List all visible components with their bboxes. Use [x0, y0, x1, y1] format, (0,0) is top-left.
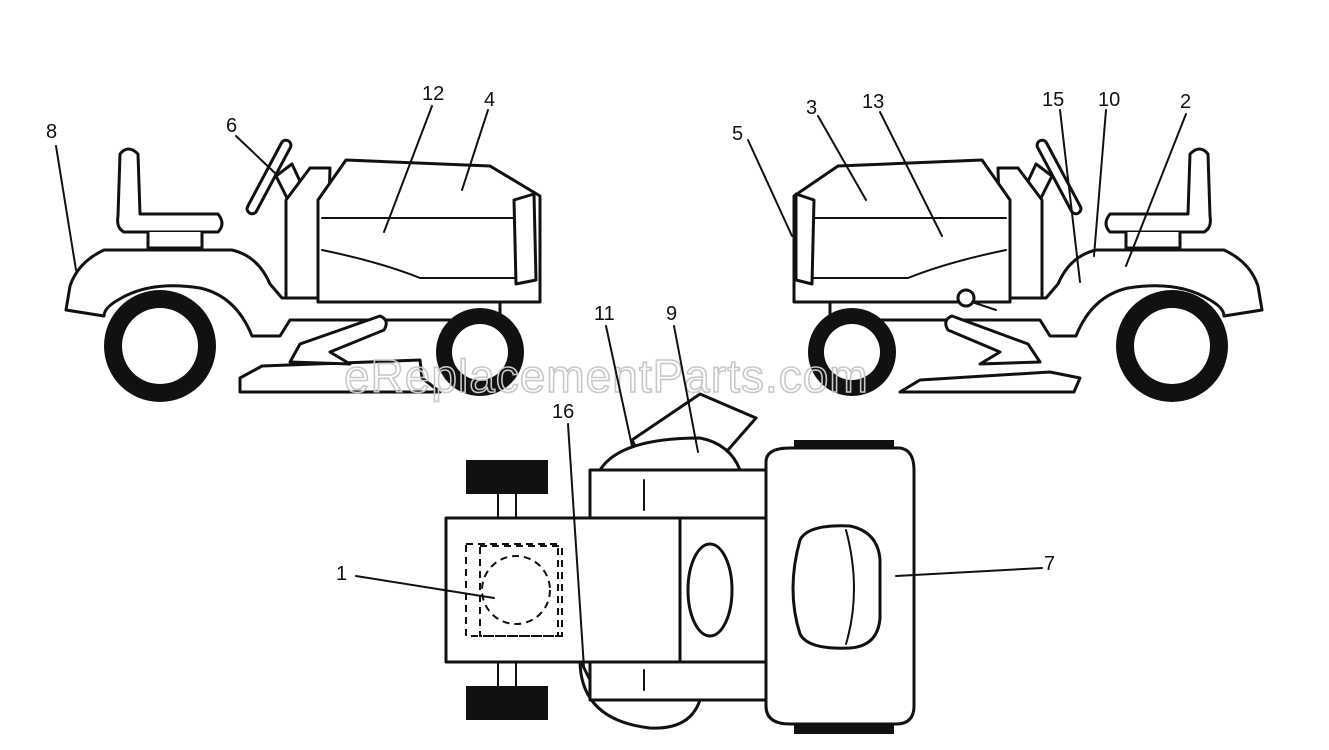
left-mower-deck — [238, 358, 442, 394]
callout-1: 1 — [336, 563, 347, 585]
right-hood — [792, 158, 1012, 304]
right-mower-deck — [898, 370, 1082, 394]
callout-10: 10 — [1098, 89, 1120, 111]
tractor-top-view — [444, 392, 916, 734]
callout-3: 3 — [806, 97, 817, 119]
lower-chute — [578, 658, 702, 730]
callout-16: 16 — [552, 401, 574, 423]
right-grille — [794, 192, 816, 286]
left-grille — [512, 192, 538, 286]
callout-8: 8 — [46, 121, 57, 143]
callout-4: 4 — [484, 89, 495, 111]
callout-11: 11 — [594, 303, 615, 325]
right-rear-fender — [828, 248, 1264, 338]
callout-labels: 8 6 12 4 5 3 13 15 10 2 11 9 16 1 7 — [46, 83, 1191, 585]
top-front-tire-lower — [466, 686, 548, 720]
left-pedal — [288, 314, 388, 366]
left-hood — [316, 158, 542, 304]
right-pedal — [944, 314, 1042, 366]
callout-9: 9 — [666, 303, 677, 325]
left-seat-base — [146, 230, 204, 250]
callout-7: 7 — [1044, 553, 1055, 575]
left-seat — [116, 147, 224, 234]
callout-6: 6 — [226, 115, 237, 137]
callout-13: 13 — [862, 91, 884, 113]
right-lever-knob — [956, 288, 976, 308]
callout-2: 2 — [1180, 91, 1191, 113]
top-front-tire-upper — [466, 460, 548, 494]
side-chute — [598, 436, 742, 472]
callout-15: 15 — [1042, 89, 1064, 111]
left-rear-fender — [64, 248, 502, 338]
watermark: eReplacementParts.com — [344, 350, 869, 402]
right-seat — [1104, 147, 1212, 234]
top-steering-wheel — [686, 542, 734, 638]
leader-lines — [55, 105, 1187, 669]
callout-5: 5 — [732, 123, 743, 145]
top-seat — [791, 524, 882, 650]
engine-decal-circle — [481, 555, 551, 625]
callout-12: 12 — [422, 83, 444, 105]
right-seat-base — [1124, 230, 1182, 250]
left-steering-wheel — [245, 138, 293, 216]
tractor-left-view — [64, 138, 542, 402]
